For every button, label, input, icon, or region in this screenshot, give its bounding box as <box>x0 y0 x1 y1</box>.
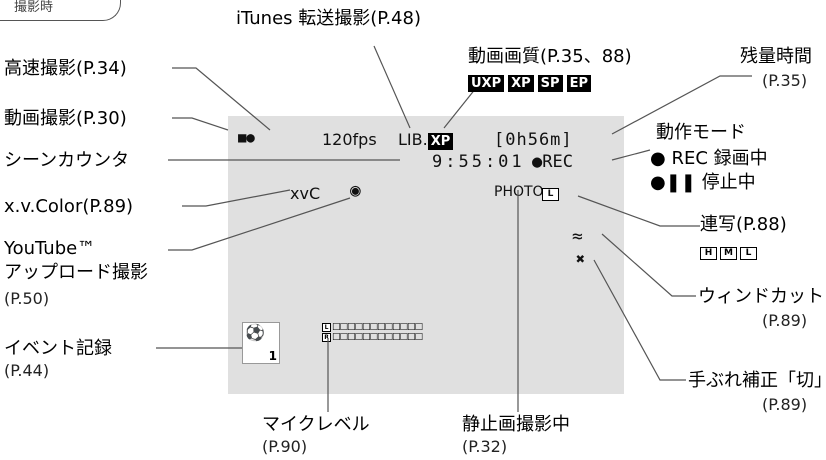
label-remaining: 残量時間 <box>740 46 812 67</box>
label-still: 静止画撮影中 <box>462 414 570 435</box>
quality-xp: XP <box>508 75 534 92</box>
leader-itunes <box>373 45 411 129</box>
mic-left-row: L□□□□□□□□□□□□ <box>322 322 423 332</box>
label-itunes: iTunes 転送撮影(P.48) <box>236 8 421 29</box>
leader-video-shoot <box>172 117 229 131</box>
ball-icon: ⚽ <box>245 323 265 342</box>
section-tab-label: 撮影時 <box>14 0 54 15</box>
leader-wind <box>601 233 696 297</box>
burst-l: L <box>740 247 757 260</box>
label-shake-ref: (P.89) <box>762 395 808 414</box>
scene-counter-value: 9:55:01 <box>432 152 525 172</box>
label-quality: 動画画質(P.35、88) <box>468 46 632 67</box>
label-event: イベント記録 <box>4 338 112 359</box>
mic-right-bars: □□□□□□□□□□□□ <box>332 332 423 342</box>
label-shake: 手ぶれ補正「切」 <box>688 370 826 391</box>
label-mic: マイクレベル <box>262 414 370 435</box>
label-mic-ref: (P.90) <box>262 437 308 456</box>
shake-off-icon: ✖ <box>576 250 586 268</box>
library-indicator: LIB.XP <box>398 130 457 150</box>
label-burst: 連写(P.88) <box>700 214 787 235</box>
leader-shake <box>593 259 686 381</box>
fps-indicator: 120fps <box>322 130 377 149</box>
leader-quality <box>443 87 477 129</box>
leader-mode <box>611 149 651 161</box>
mode-rec-label: REC <box>671 148 708 169</box>
mode-pause-desc: 停止中 <box>701 172 756 193</box>
leader-remaining <box>611 75 752 135</box>
mode-rec-row: ● REC 録画中 <box>650 148 768 169</box>
burst-m: M <box>720 247 737 260</box>
quality-ep: EP <box>566 75 591 92</box>
wind-cut-icon: ≈ <box>572 226 583 247</box>
xvcolor-indicator: xvC <box>290 184 321 203</box>
event-number: 1 <box>268 349 277 363</box>
mic-left-bars: □□□□□□□□□□□□ <box>332 322 423 332</box>
label-remaining-ref: (P.35) <box>762 71 808 90</box>
photo-indicator: PHOTO <box>494 184 544 200</box>
label-scene-counter: シーンカウンタ <box>4 150 130 171</box>
youtube-icon: ◉ <box>350 180 361 201</box>
leader-burst <box>577 195 700 227</box>
label-mode: 動作モード <box>656 122 746 143</box>
video-mode-icon: ■● <box>238 130 255 146</box>
burst-h: H <box>700 247 717 260</box>
label-still-ref: (P.32) <box>462 437 508 456</box>
event-icon: ⚽ 1 <box>242 322 280 364</box>
mic-level-meter: L□□□□□□□□□□□□ R□□□□□□□□□□□□ <box>322 322 423 342</box>
label-youtube-ref: (P.50) <box>4 289 50 308</box>
mic-right-row: R□□□□□□□□□□□□ <box>322 332 423 342</box>
label-xvcolor: x.v.Color(P.89) <box>4 196 134 217</box>
burst-icon: L <box>542 181 562 201</box>
camera-screen: ■● 120fps LIB.XP [0h56m] 9:55:01 ●REC xv… <box>228 116 624 394</box>
quality-uxp: UXP <box>468 75 505 92</box>
remaining-time: [0h56m] <box>494 130 573 150</box>
library-quality: XP <box>427 133 454 150</box>
label-video-shoot: 動画撮影(P.30) <box>4 108 127 129</box>
leader-high-speed <box>172 67 271 131</box>
mode-rec-desc: 録画中 <box>713 148 768 169</box>
rec-indicator: ●REC <box>532 152 573 172</box>
mic-left-label: L <box>322 323 331 332</box>
label-event-ref: (P.44) <box>4 361 50 380</box>
label-wind: ウィンドカット <box>698 286 824 307</box>
label-high-speed: 高速撮影(P.34) <box>4 58 127 79</box>
mode-pause-row: ●❚❚ 停止中 <box>650 172 756 193</box>
label-wind-ref: (P.89) <box>762 311 808 330</box>
leader-xvcolor <box>182 189 291 207</box>
mic-right-label: R <box>322 333 331 342</box>
quality-sp: SP <box>537 75 563 92</box>
library-label: LIB. <box>398 130 428 149</box>
label-youtube-2: アップロード撮影 <box>4 262 148 283</box>
leader-youtube <box>168 197 351 251</box>
label-youtube-1: YouTube™ <box>4 238 96 259</box>
